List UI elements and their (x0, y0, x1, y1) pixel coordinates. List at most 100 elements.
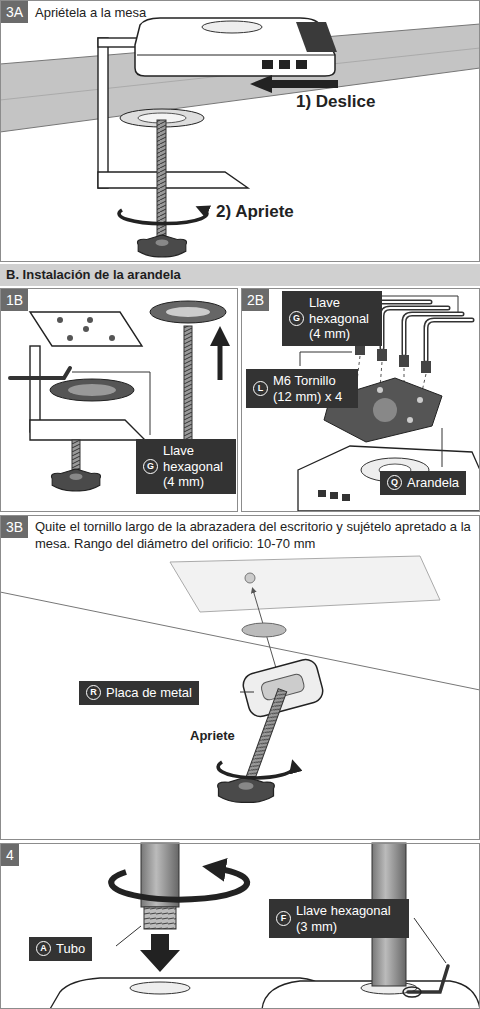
leader-line (378, 296, 458, 312)
tube-left (130, 982, 190, 994)
metal-plate (242, 623, 286, 637)
slide-arrow (250, 75, 338, 93)
tube-left (144, 907, 176, 929)
step-number: 3A (1, 1, 28, 23)
desk-clamp (98, 172, 248, 188)
leader-line (240, 692, 254, 693)
washer-plate (377, 387, 383, 393)
clamp-1b (166, 307, 210, 317)
tube-right (262, 843, 480, 1009)
tube-right (262, 981, 480, 1009)
metal-plate (218, 762, 294, 778)
leader-line (72, 372, 150, 435)
table-underside (170, 556, 440, 612)
leader-line (442, 428, 443, 467)
instruction-text: Quite el tornillo largo de la abrazadera… (35, 519, 475, 553)
clamp-1b (218, 336, 223, 380)
m6-screws (421, 361, 431, 373)
step-panel: 4A Tubo F Llave hexagonal (3 mm) (0, 843, 480, 1009)
mount-base (137, 55, 335, 56)
callout-label: G Llave hexagonal (4 mm) (136, 439, 236, 494)
section-band: B. Instalación de la arandela (0, 264, 480, 286)
callout-label: R Placa de metal (79, 681, 199, 705)
clamp-1b (150, 301, 226, 323)
m6-screws (399, 355, 409, 367)
callout-text: Tubo (56, 941, 85, 957)
callout-letter: G (289, 311, 304, 326)
callout-letter: Q (387, 475, 402, 490)
washer-plate (373, 398, 397, 422)
hex-keys (426, 320, 472, 360)
mount-base (279, 60, 290, 69)
mount-base-2b (330, 492, 338, 499)
tube-left (111, 868, 247, 900)
callout-text: M6 Tornillo (12 mm) x 4 (273, 373, 351, 404)
clamp-1b (87, 317, 93, 323)
desk-clamp (137, 235, 186, 257)
tube-right (408, 966, 448, 992)
callout-text: Llave hexagonal (4 mm) (163, 443, 229, 490)
metal-plate (218, 777, 275, 802)
desk-clamp (98, 38, 108, 188)
step-number: 1B (1, 289, 28, 311)
step-panel: 3B Quite el tornillo largo de la abrazade… (0, 515, 480, 840)
leader-line (72, 372, 150, 435)
mount-base-2b (298, 446, 480, 511)
mount-base (135, 18, 337, 76)
callout-letter: L (253, 381, 268, 396)
mount-base (296, 22, 337, 52)
mount-base (262, 60, 273, 69)
callout-label: F Llave hexagonal (3 mm) (269, 899, 409, 938)
clamp-1b (30, 346, 40, 432)
clamp-1b (83, 326, 89, 332)
clamp-1b (68, 384, 116, 396)
table-underside (245, 573, 255, 583)
leader-line (414, 918, 446, 963)
action-label: 1) Deslice (296, 92, 375, 112)
table-underside (0, 556, 480, 690)
metal-plate (218, 590, 326, 802)
tube-left (140, 934, 180, 972)
step-number: 4 (1, 844, 19, 866)
clamp-1b (30, 312, 142, 346)
m6-screws (377, 349, 387, 361)
washer-plate (417, 397, 423, 403)
callout-letter: F (276, 911, 291, 926)
clamp-1b (51, 469, 100, 491)
leader-line (300, 352, 352, 366)
callout-label: L M6 Tornillo (12 mm) x 4 (246, 369, 358, 408)
callout-label: A Tubo (29, 937, 92, 961)
callout-label: Q Arandela (380, 471, 466, 495)
leader-line (240, 692, 254, 693)
step-number: 3B (1, 516, 28, 538)
callout-letter: A (36, 941, 51, 956)
clamp-1b (67, 335, 73, 341)
mount-base-2b (298, 446, 480, 511)
leader-line (116, 926, 141, 946)
rotate-arrow (119, 209, 207, 224)
step-number: 2B (242, 289, 269, 311)
metal-plate (245, 689, 287, 784)
step-panel: 3A Apriétela a la mesa (0, 0, 480, 262)
callout-letter: G (143, 459, 158, 474)
callout-text: Placa de metal (106, 685, 192, 701)
washer-plate (407, 417, 413, 423)
step-panel: 2BGLlave hexagonal (4 mm)LM6 Tornillo (1… (241, 288, 480, 512)
callout-text: Llave hexagonal (3 mm) (296, 903, 402, 934)
action-label: 2) Apriete (216, 202, 294, 222)
clamp-1b (10, 368, 70, 378)
mount-base (296, 60, 307, 69)
mount-base (202, 21, 262, 33)
callout-text: Arandela (407, 475, 459, 491)
hex-keys (426, 320, 472, 360)
instruction-text: Apriétela a la mesa (35, 5, 335, 22)
action-label: Apriete (190, 728, 235, 743)
rotate-arrow (119, 209, 207, 224)
step-panel: 1B G Llave hexagonal (4 mm) (0, 288, 238, 512)
clamp-1b (30, 420, 145, 440)
callout-letter: R (86, 685, 101, 700)
clamp-1b (57, 317, 63, 323)
